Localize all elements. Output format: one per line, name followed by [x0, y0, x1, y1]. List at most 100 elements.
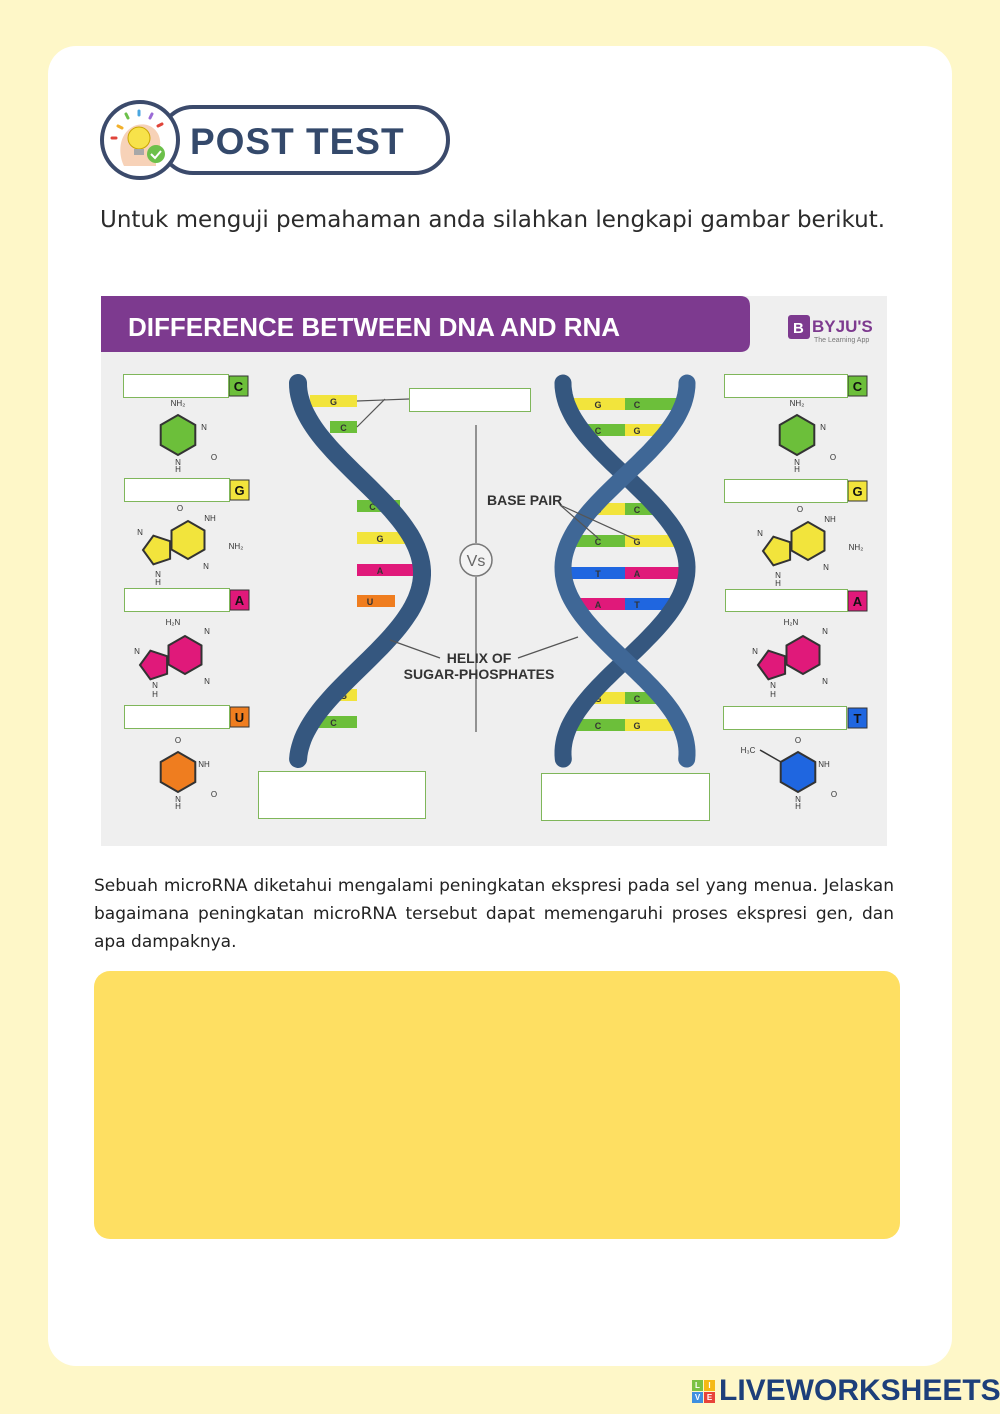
base-letter-tag: [847, 707, 868, 729]
svg-text:H: H: [175, 802, 181, 811]
svg-text:H: H: [770, 690, 776, 699]
svg-text:N: N: [823, 563, 829, 572]
svg-text:O: O: [830, 453, 836, 462]
answer-box-top[interactable]: [409, 388, 531, 412]
base-letter-tag: [229, 706, 250, 728]
svg-text:O: O: [831, 790, 837, 799]
svg-text:G: G: [633, 426, 640, 436]
svg-text:C: C: [634, 400, 641, 410]
answer-input-right-a[interactable]: [726, 590, 847, 611]
liveworksheets-logo: L I V E LIVEWORKSHEETS: [692, 1374, 1000, 1408]
answer-box-left-c[interactable]: [123, 374, 229, 398]
svg-text:A: A: [377, 566, 384, 576]
answer-box-right-t[interactable]: [723, 706, 847, 730]
svg-text:N: N: [204, 627, 210, 636]
post-test-banner: POST TEST: [158, 105, 450, 175]
answer-box-left-a[interactable]: [124, 588, 230, 612]
liveworksheets-wordmark: LIVEWORKSHEETS: [719, 1374, 1000, 1407]
diagram-title: DIFFERENCE BETWEEN DNA AND RNA: [128, 312, 620, 342]
answer-box-dna-name[interactable]: [541, 773, 710, 821]
svg-text:A: A: [595, 600, 602, 610]
svg-text:T: T: [854, 711, 862, 726]
lightbulb-head-icon: [100, 100, 180, 180]
svg-text:G: G: [852, 484, 862, 499]
svg-text:G: G: [633, 721, 640, 731]
base-letter-tag: [229, 589, 250, 611]
svg-text:NH₂: NH₂: [229, 542, 244, 551]
base-letter-tag: [847, 375, 868, 397]
svg-text:H: H: [155, 578, 161, 587]
base-pair-label: BASE PAIR: [487, 492, 562, 508]
svg-text:U: U: [367, 597, 374, 607]
svg-text:N: N: [155, 570, 161, 579]
base-letter-tag: [229, 479, 250, 501]
svg-text:NH: NH: [824, 515, 836, 524]
svg-text:C: C: [595, 537, 602, 547]
answer-textarea[interactable]: [94, 971, 900, 1239]
svg-text:N: N: [175, 458, 181, 467]
rna-base-bar: G: [310, 395, 357, 407]
logo-letter: L: [692, 1379, 703, 1391]
rna-helix-strand: [289, 374, 431, 768]
answer-input-left-g[interactable]: [125, 479, 229, 501]
answer-input-left-a[interactable]: [125, 589, 229, 611]
pointer-lines: [356, 398, 638, 732]
svg-text:C: C: [853, 379, 863, 394]
answer-input-right-g[interactable]: [725, 480, 847, 502]
svg-text:O: O: [211, 453, 217, 462]
answer-input-dna-name[interactable]: [542, 774, 709, 820]
svg-text:C: C: [595, 721, 602, 731]
answer-box-right-a[interactable]: [725, 589, 848, 612]
answer-input-rna-name[interactable]: [259, 772, 425, 818]
svg-text:G: G: [234, 483, 244, 498]
svg-text:N: N: [175, 795, 181, 804]
answer-box-rna-name[interactable]: [258, 771, 426, 819]
svg-text:H₃C: H₃C: [741, 746, 756, 755]
svg-text:C: C: [595, 426, 602, 436]
logo-letter: V: [692, 1391, 703, 1403]
logo-letter: I: [704, 1379, 715, 1391]
svg-text:N: N: [757, 529, 763, 538]
answer-input-left-u[interactable]: [125, 706, 229, 728]
svg-text:U: U: [235, 710, 244, 725]
answer-box-left-g[interactable]: [124, 478, 230, 502]
svg-text:N: N: [203, 562, 209, 571]
rna-base-bar: U: [357, 595, 395, 607]
svg-text:A: A: [235, 593, 245, 608]
svg-text:H₂N: H₂N: [784, 618, 799, 627]
svg-text:C: C: [634, 694, 641, 704]
svg-text:O: O: [795, 736, 801, 745]
logo-letter: E: [704, 1391, 715, 1403]
svg-text:C: C: [369, 502, 376, 512]
answer-box-left-u[interactable]: [124, 705, 230, 729]
svg-text:N: N: [775, 571, 781, 580]
svg-text:N: N: [752, 647, 758, 656]
answer-input-right-t[interactable]: [724, 707, 846, 729]
liveworksheets-logo-icon: L I V E: [692, 1379, 715, 1403]
base-letter-tag: [847, 480, 868, 502]
svg-text:N: N: [822, 627, 828, 636]
svg-text:H: H: [152, 690, 158, 699]
svg-text:G: G: [376, 534, 383, 544]
svg-text:N: N: [795, 795, 801, 804]
svg-text:NH: NH: [818, 760, 830, 769]
diagram-graphics: DIFFERENCE BETWEEN DNA AND RNA B BYJU'S …: [101, 296, 873, 811]
answer-input-top[interactable]: [410, 389, 530, 411]
svg-text:G: G: [594, 400, 601, 410]
answer-input-left-c[interactable]: [124, 375, 228, 397]
svg-text:H: H: [175, 465, 181, 474]
svg-text:T: T: [595, 569, 601, 579]
answer-box-right-g[interactable]: [724, 479, 848, 503]
diagram-header-band: [101, 296, 750, 352]
answer-input-right-c[interactable]: [725, 375, 847, 397]
answer-box-right-c[interactable]: [724, 374, 848, 398]
svg-text:H: H: [775, 579, 781, 588]
svg-text:N: N: [201, 423, 207, 432]
